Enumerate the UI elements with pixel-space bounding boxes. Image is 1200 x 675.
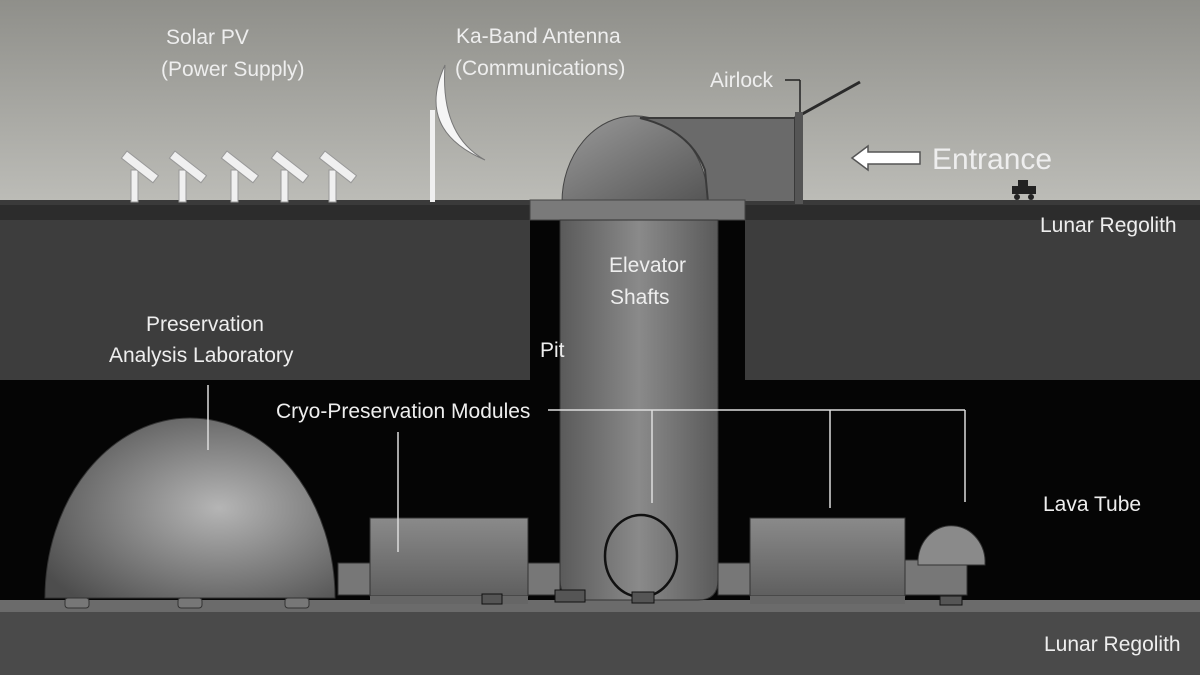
cryo-label: Cryo-Preservation Modules (276, 400, 530, 423)
solar-panel-icon (318, 150, 358, 203)
cryo-module-left (337, 517, 561, 604)
cryo-end-cap (917, 525, 986, 566)
entrance-label: Entrance (932, 143, 1052, 176)
airlock-door (795, 112, 803, 204)
antenna-label: Ka-Band Antenna (456, 25, 621, 48)
surface-dome (561, 115, 709, 203)
pit-label: Pit (540, 339, 565, 362)
lab-label: Preservation (146, 313, 264, 336)
airlock-label: Airlock (710, 69, 774, 92)
solar-panel-icon (120, 150, 160, 203)
solar-pv-array (120, 150, 358, 203)
elevator-sublabel: Shafts (610, 286, 670, 309)
solar-pv-label: Solar PV (166, 26, 249, 49)
rover-icon (1012, 180, 1036, 200)
solar-panel-icon (220, 150, 260, 203)
elevator-label: Elevator (609, 254, 686, 277)
solar-pv-sublabel: (Power Supply) (161, 58, 305, 81)
regolith-layer-lower (0, 612, 1200, 675)
regolith-bottom-label: Lunar Regolith (1044, 633, 1181, 656)
elevator-cap (529, 199, 746, 221)
antenna-sublabel: (Communications) (455, 57, 625, 80)
solar-panel-icon (270, 150, 310, 203)
cryo-module-right (717, 517, 968, 604)
regolith-top-label: Lunar Regolith (1040, 214, 1177, 237)
lab-feet (64, 597, 310, 609)
lava-tube-label: Lava Tube (1043, 493, 1141, 516)
regolith-layer-upper-right (745, 220, 1200, 380)
regolith-layer-upper-left (0, 220, 530, 380)
entrance-arrow-icon (850, 144, 921, 172)
lab-sublabel: Analysis Laboratory (109, 344, 294, 367)
solar-panel-icon (168, 150, 208, 203)
ka-band-antenna-icon (430, 64, 486, 202)
cart-icons (481, 589, 963, 606)
airlock-ramp (794, 80, 861, 120)
lab-dome (44, 417, 336, 599)
